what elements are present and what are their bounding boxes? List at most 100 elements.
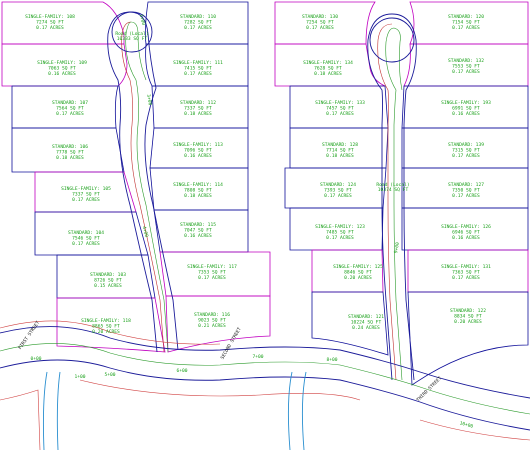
lot-label-line-3: 0.17 ACRES — [326, 235, 354, 241]
lot-label-line-3: 0.17 ACRES — [36, 25, 64, 31]
lot-label-line-1: STANDARD: 130 — [302, 14, 338, 20]
road-left-type-label: Road (Local) — [115, 31, 148, 37]
lot-label-line-1: SINGLE-FAMILY: 111 — [173, 60, 223, 66]
channel-left-east — [56, 371, 61, 450]
right-cul-de-sac-bulb — [369, 17, 415, 63]
lot-label-line-2: 7350 SQ FT — [452, 188, 480, 194]
main-road-south-edge — [0, 359, 530, 431]
lot-label-line-2: 7353 SQ FT — [198, 270, 226, 276]
lot-label-line-1: STANDARD: 124 — [320, 182, 356, 188]
lot-label-line-3: 0.21 ACRES — [198, 323, 226, 329]
station-10: 10+00 — [459, 420, 474, 429]
lot-label-line-3: 0.20 ACRES — [454, 319, 482, 325]
lot-label-line-1: STANDARD: 115 — [180, 222, 216, 228]
lot-label-line-3: 0.18 ACRES — [326, 153, 354, 159]
lot-label-line-2: 8865 SQ FT — [92, 324, 120, 330]
lot-label-line-2: 7457 SQ FT — [326, 106, 354, 112]
main-road-north-edge — [0, 326, 530, 399]
lot-boundary-121 — [311, 291, 389, 356]
lot-label-line-3: 0.20 ACRES — [344, 275, 372, 281]
channel-mid-west — [287, 371, 293, 450]
lot-label-line-1: SINGLE-FAMILY: 131 — [441, 264, 491, 270]
local-roads — [107, 11, 417, 381]
street-name-second: SECOND STREET — [220, 326, 243, 360]
lot-label-line-2: 7337 SQ FT — [72, 192, 100, 198]
lot-label-line-1: STANDARD: 106 — [52, 144, 88, 150]
lot-label-line-2: 7415 SQ FT — [184, 66, 212, 72]
lot-boundary-118 — [56, 297, 166, 353]
right-road-east-edge — [391, 13, 417, 381]
left-cul-de-sac-bulb — [111, 11, 153, 53]
lot-label-line-1: STANDARD: 116 — [194, 312, 230, 318]
left-road-west-edge — [107, 11, 158, 353]
lot-label-line-1: STANDARD: 120 — [448, 14, 484, 20]
station-8: 8+00 — [326, 357, 337, 363]
channel-mid-east — [301, 371, 307, 450]
lot-label-line-2: 7315 SQ FT — [452, 148, 480, 154]
lot-label-line-3: 0.17 ACRES — [198, 275, 226, 281]
lot-label-line-3: 0.17 ACRES — [452, 275, 480, 281]
lot-label-line-1: SINGLE-FAMILY: 126 — [441, 224, 491, 230]
lot-label-line-2: 7485 SQ FT — [326, 230, 354, 236]
lot-label-line-1: SINGLE-FAMILY: 118 — [81, 318, 131, 324]
lot-label-line-1: STANDARD: 128 — [322, 142, 358, 148]
lot-label-line-1: STANDARD: 132 — [448, 58, 484, 64]
lot-label-line-2: 7564 SQ FT — [56, 106, 84, 112]
lot-boundary-116 — [165, 295, 271, 353]
lot-label-line-3: 0.24 ACRES — [352, 325, 380, 331]
lot-label-line-3: 0.20 ACRES — [92, 329, 120, 335]
lot-label-line-3: 0.18 ACRES — [314, 71, 342, 77]
lot-label-line-2: 7154 SQ FT — [452, 20, 480, 26]
lot-label-line-2: 8726 SQ FT — [94, 278, 122, 284]
lot-label-line-2: 7047 SQ FT — [184, 228, 212, 234]
lot-label-line-3: 0.15 ACRES — [94, 283, 122, 289]
lot-label-line-3: 0.16 ACRES — [452, 111, 480, 117]
lot-label-line-2: 7337 SQ FT — [184, 106, 212, 112]
channel-left-west — [42, 371, 48, 450]
lot-label-line-3: 0.17 ACRES — [452, 193, 480, 199]
lot-label-line-3: 0.17 ACRES — [306, 25, 334, 31]
lot-label-line-1: STANDARD: 107 — [52, 100, 88, 106]
station-1: 1+00 — [74, 374, 85, 380]
road-label-right: Road (Local) 10374 SQ FT — [376, 182, 409, 193]
lot-label-line-3: 0.18 ACRES — [184, 193, 212, 199]
lot-label-line-1: SINGLE-FAMILY: 113 — [173, 142, 223, 148]
right-road-centerline — [385, 27, 403, 381]
lot-label-line-3: 0.17 ACRES — [324, 193, 352, 199]
lot-label-line-1: STANDARD: 121 — [348, 314, 384, 320]
main-road-centerline — [0, 343, 530, 415]
lot-label-line-3: 0.17 ACRES — [184, 25, 212, 31]
lot-label-line-2: 6991 SQ FT — [452, 106, 480, 112]
lot-label-line-3: 0.17 ACRES — [56, 111, 84, 117]
south-parcel-line-left — [0, 389, 41, 450]
south-parcel-line-mid — [79, 379, 361, 401]
lot-label-line-3: 0.18 ACRES — [184, 111, 212, 117]
main-road-row-north — [0, 320, 221, 345]
right-road-west-edge — [367, 13, 393, 381]
lot-label-line-3: 0.17 ACRES — [72, 197, 100, 203]
lot-label-line-1: SINGLE-FAMILY: 125 — [333, 264, 383, 270]
lot-label-line-2: 7714 SQ FT — [326, 148, 354, 154]
station-4: 4+00 — [141, 226, 150, 238]
south-parcel-line-right — [419, 419, 530, 441]
lot-label-line-3: 0.17 ACRES — [452, 25, 480, 31]
road-right-type-label: Road (Local) — [376, 182, 409, 188]
lot-label-line-3: 0.17 ACRES — [326, 111, 354, 117]
lot-label-line-2: 10224 SQ FT — [351, 320, 382, 326]
lot-label-line-3: 0.17 ACRES — [452, 153, 480, 159]
